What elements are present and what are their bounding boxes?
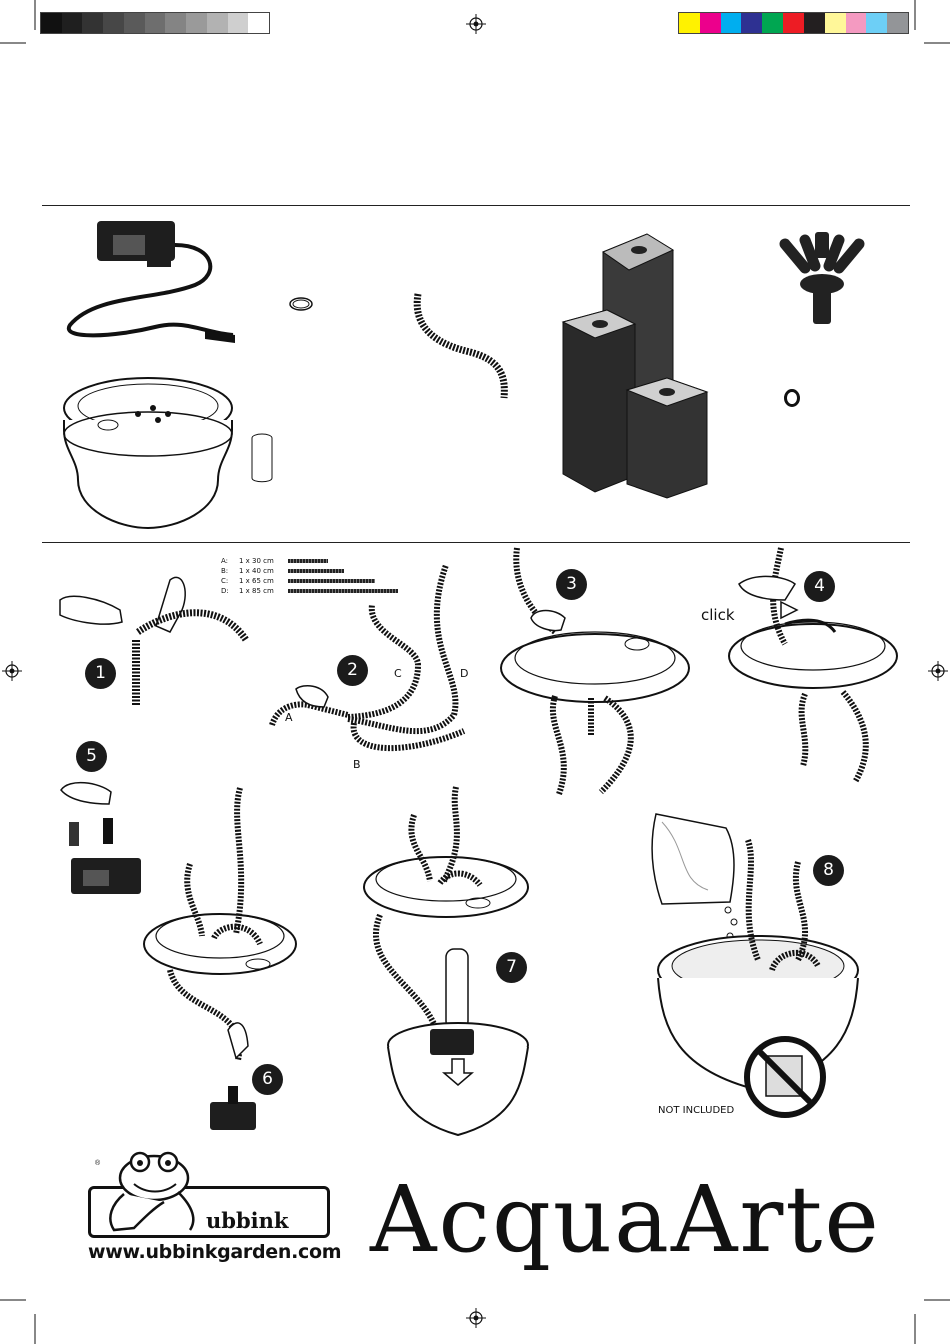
step-6-badge: 6 xyxy=(252,1064,283,1095)
click-label: click xyxy=(701,606,735,624)
stone-columns-illustration xyxy=(555,222,715,500)
step-4-badge: 4 xyxy=(804,571,835,602)
o-ring-illustration xyxy=(783,388,801,408)
step6-illustration xyxy=(140,784,320,1140)
hose-row-a: A:1 x 30 cm xyxy=(221,556,274,566)
manifold-connector-illustration xyxy=(775,228,870,332)
website-url: www.ubbinkgarden.com xyxy=(88,1241,341,1263)
step-5-badge: 5 xyxy=(76,741,107,772)
pump-with-cable-illustration xyxy=(55,215,255,345)
step1-illustration xyxy=(50,570,260,710)
seal-ring-illustration xyxy=(288,296,314,312)
step-8-badge: 8 xyxy=(813,855,844,886)
corrugated-hose-illustration xyxy=(410,290,520,402)
hose-label-c: C xyxy=(394,667,402,680)
hose-label-a: A xyxy=(285,711,293,724)
frog-logo-icon xyxy=(94,1148,204,1236)
step-1-badge: 1 xyxy=(85,658,116,689)
hose-label-d: D xyxy=(460,667,468,680)
basin-with-lid-illustration xyxy=(58,370,238,535)
hose-label-b: B xyxy=(353,758,361,771)
step2-illustration xyxy=(268,555,473,770)
divider-middle xyxy=(42,542,910,543)
not-included-label: NOT INCLUDED xyxy=(658,1105,734,1116)
step-3-badge: 3 xyxy=(556,569,587,600)
divider-top xyxy=(42,205,910,206)
prohibited-bag-icon xyxy=(742,1034,828,1120)
step-7-badge: 7 xyxy=(496,952,527,983)
ubbink-wordmark: ubbink xyxy=(206,1208,288,1233)
step3-illustration xyxy=(495,548,695,798)
product-name: AcquaArte xyxy=(370,1166,881,1273)
pipe-tube-illustration xyxy=(250,432,274,484)
step-2-badge: 2 xyxy=(337,655,368,686)
